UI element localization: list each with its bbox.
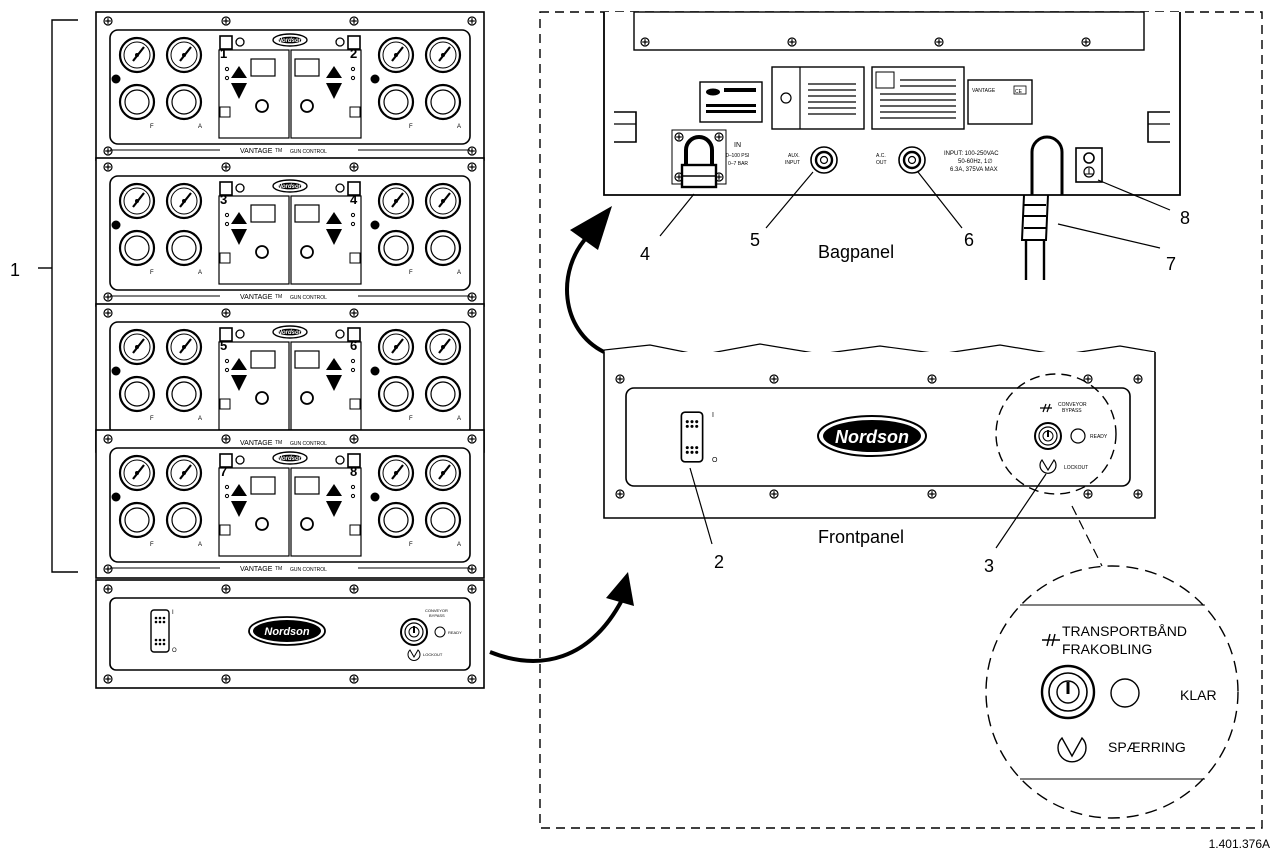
series-label: GUN CONTROL — [290, 295, 327, 301]
ready-label: READY — [448, 630, 462, 635]
series-label: VANTAGE — [240, 440, 273, 447]
brand-text: Nordson — [278, 330, 303, 336]
gun-number: 2 — [350, 46, 357, 61]
gun-number: 1 — [220, 46, 227, 61]
gauge-a-label: A — [457, 124, 461, 130]
gauge-a-label: A — [198, 542, 202, 548]
series-label: GUN CONTROL — [290, 441, 327, 447]
callout-2: 2 — [714, 552, 724, 572]
gun-control-unit-4 — [96, 430, 484, 578]
gauge-f-label: F — [409, 124, 413, 130]
tm-label: TM — [275, 566, 282, 572]
in-bar-label: 0–7 BAR — [728, 161, 748, 167]
detail-lockout-label: SPÆRRING — [1108, 739, 1186, 755]
series-label: VANTAGE — [240, 148, 273, 155]
gauge-f-label: F — [409, 270, 413, 276]
aux-input-label: INPUT — [785, 160, 800, 166]
in-psi-label: 0–100 PSI — [726, 153, 749, 159]
gauge-f-label: F — [409, 416, 413, 422]
gauge-f-label: F — [150, 270, 154, 276]
ce-mark: CE — [1015, 89, 1023, 95]
detail-ready-label: KLAR — [1180, 687, 1217, 703]
gauge-a-label: A — [198, 416, 202, 422]
conveyor-label: CONVEYOR — [425, 608, 448, 613]
gauge-a-label: A — [457, 270, 461, 276]
brand-text: Nordson — [278, 184, 303, 190]
arrowhead — [570, 206, 612, 250]
gauge-a-label: A — [198, 124, 202, 130]
gun-number: 6 — [350, 338, 357, 353]
aux-label: AUX. — [788, 153, 800, 159]
series-label: VANTAGE — [240, 294, 273, 301]
tm-label: TM — [275, 440, 282, 446]
back-panel: VANTAGE CE IN 0–100 PSI 0–7 BAR AUX. INP… — [603, 11, 1181, 280]
conveyor-bypass-label: CONVEYOR — [1058, 402, 1087, 408]
lockout-label: LOCKOUT — [1064, 465, 1088, 471]
detail-zoom — [985, 505, 1239, 819]
back-vantage-label: VANTAGE — [972, 88, 996, 94]
callout-8: 8 — [1180, 208, 1190, 228]
switch-on-label: I — [712, 412, 714, 419]
back-panel-title: Bagpanel — [818, 242, 894, 262]
brand-text: Nordson — [278, 38, 303, 44]
arrow-to-back-panel — [565, 234, 605, 354]
bracket-1 — [38, 19, 78, 573]
gauge-a-label: A — [457, 542, 461, 548]
callout-7: 7 — [1166, 254, 1176, 274]
in-label: IN — [734, 142, 741, 149]
power-input-label: INPUT: 100-250VAC — [944, 151, 999, 157]
tm-label: TM — [275, 148, 282, 154]
callout-6: 6 — [964, 230, 974, 250]
front-panel-title: Frontpanel — [818, 527, 904, 547]
gauge-a-label: A — [457, 416, 461, 422]
ac-out-label: OUT — [876, 160, 887, 166]
conveyor-label: BYPASS — [429, 613, 445, 618]
power-rating-label: 6.3A, 375VA MAX — [950, 167, 998, 173]
gun-number: 8 — [350, 464, 357, 479]
gauge-f-label: F — [150, 416, 154, 422]
switch-on-label: I — [172, 610, 174, 616]
callout-1: 1 — [10, 260, 20, 280]
brand-logo-text: Nordson — [264, 626, 310, 638]
power-freq-label: 50-60Hz, 1∅ — [958, 158, 993, 165]
brand-logo-text: Nordson — [835, 427, 909, 447]
callout-5: 5 — [750, 230, 760, 250]
ready-label: READY — [1090, 434, 1108, 440]
lockout-label: LOCKOUT — [423, 652, 443, 657]
detail-conveyor-label: TRANSPORTBÅND — [1062, 623, 1187, 639]
gauge-f-label: F — [150, 124, 154, 130]
series-label: GUN CONTROL — [290, 149, 327, 155]
gun-number: 7 — [220, 464, 227, 479]
gun-number: 5 — [220, 338, 227, 353]
gun-control-unit-1 — [96, 12, 484, 160]
gauge-f-label: F — [150, 542, 154, 548]
series-label: VANTAGE — [240, 566, 273, 573]
switch-off-label: O — [712, 457, 718, 464]
figure-id: 1.401.376A — [1209, 837, 1270, 851]
gauge-a-label: A — [198, 270, 202, 276]
gun-number: 3 — [220, 192, 227, 207]
arrow-to-front-panel — [489, 599, 624, 663]
brand-text: Nordson — [278, 456, 303, 462]
gauge-f-label: F — [409, 542, 413, 548]
callout-4: 4 — [640, 244, 650, 264]
small-front-panel: Nordson I O CONVEYOR BYPASS READY LOCKOU… — [95, 579, 485, 689]
conveyor-bypass-label: BYPASS — [1062, 408, 1082, 414]
gun-control-unit-2 — [96, 158, 484, 306]
ac-label: A.C. — [876, 153, 886, 159]
switch-off-label: O — [172, 648, 177, 654]
arrowhead — [606, 572, 634, 606]
callout-3: 3 — [984, 556, 994, 576]
gun-number: 4 — [350, 192, 358, 207]
series-label: GUN CONTROL — [290, 567, 327, 573]
front-panel: I O Nordson CONVEYOR BYPASS READY LOCKOU… — [603, 343, 1156, 519]
detail-conveyor-label-2: FRAKOBLING — [1062, 641, 1152, 657]
tm-label: TM — [275, 294, 282, 300]
